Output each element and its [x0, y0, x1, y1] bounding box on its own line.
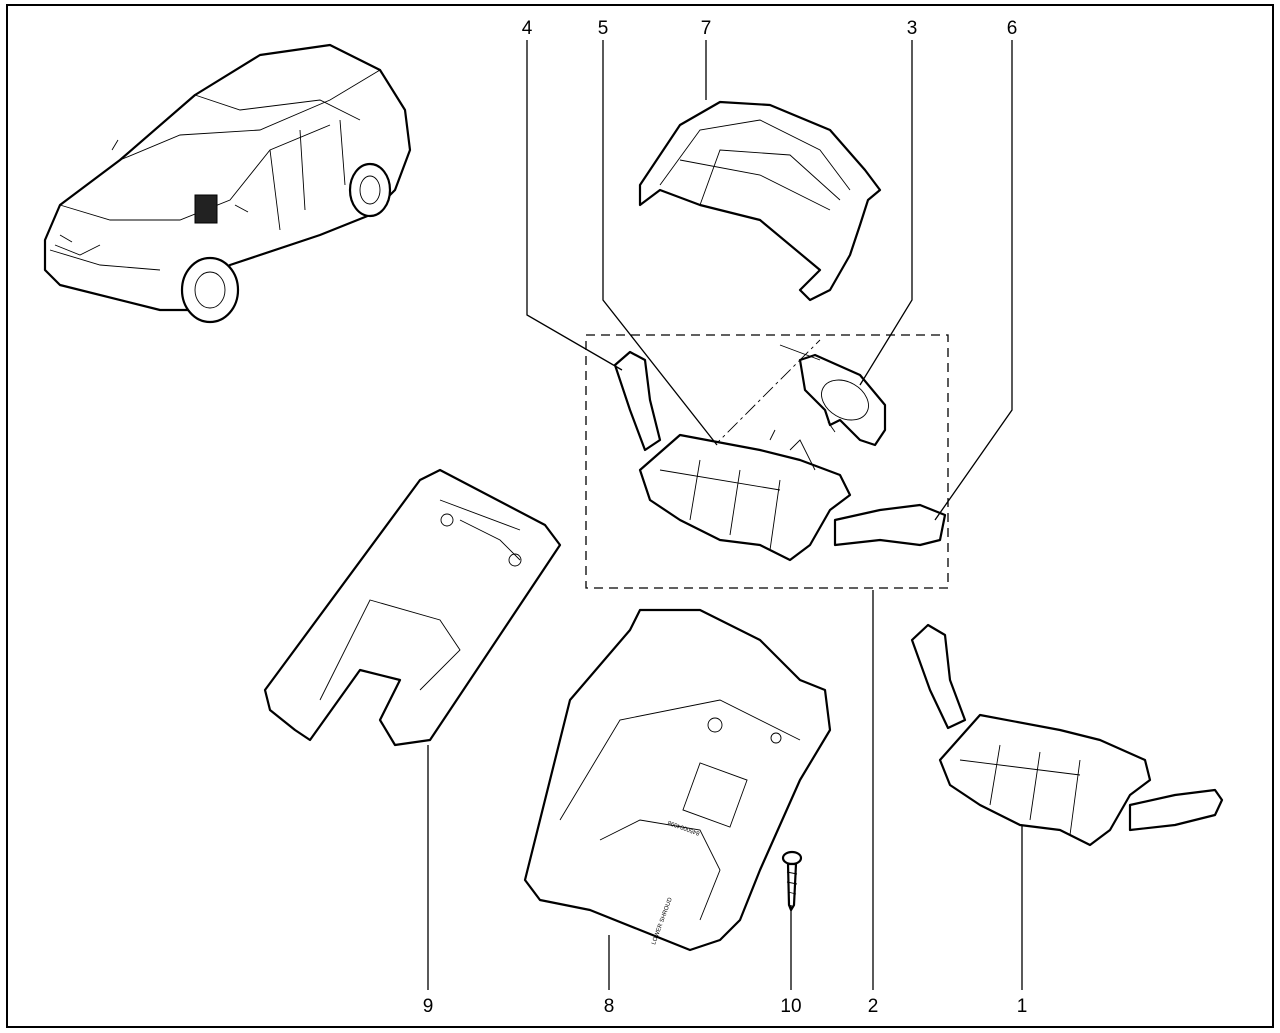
upper-shroud-part-7 [638, 100, 882, 302]
callout-10: 10 [780, 996, 801, 1017]
leader-lines [427, 40, 1023, 990]
callout-5: 5 [598, 18, 609, 39]
clock-spring-part-3 [779, 344, 887, 447]
assembly-axis-line [709, 339, 821, 451]
callout-3: 3 [907, 18, 918, 39]
callout-1: 1 [1017, 996, 1028, 1017]
diagram-frame [6, 4, 1274, 1028]
switch-location-highlight [194, 194, 218, 224]
leader-4 [526, 40, 623, 371]
assembly-boundary [585, 334, 949, 589]
shroud-cover-part-9 [263, 468, 562, 747]
leader-6 [934, 40, 1013, 521]
callout-9: 9 [423, 996, 434, 1017]
left-stalk-part-4 [613, 350, 662, 452]
callout-4: 4 [522, 18, 533, 39]
leader-3 [859, 40, 913, 386]
callout-6: 6 [1007, 18, 1018, 39]
screw-part-10 [781, 850, 803, 912]
combination-switch-assembly [613, 350, 947, 562]
leader-5 [602, 40, 718, 446]
switch-body-part-5 [638, 433, 852, 562]
car-overview-illustration [43, 43, 412, 324]
callout-7: 7 [701, 18, 712, 39]
callout-8: 8 [604, 996, 615, 1017]
switch-assembly-part-1 [910, 623, 1224, 847]
lower-shroud-part-8: 8450004098 LOWER SHROUD [523, 608, 832, 952]
callout-2: 2 [868, 996, 879, 1017]
right-stalk-part-6 [833, 503, 947, 547]
